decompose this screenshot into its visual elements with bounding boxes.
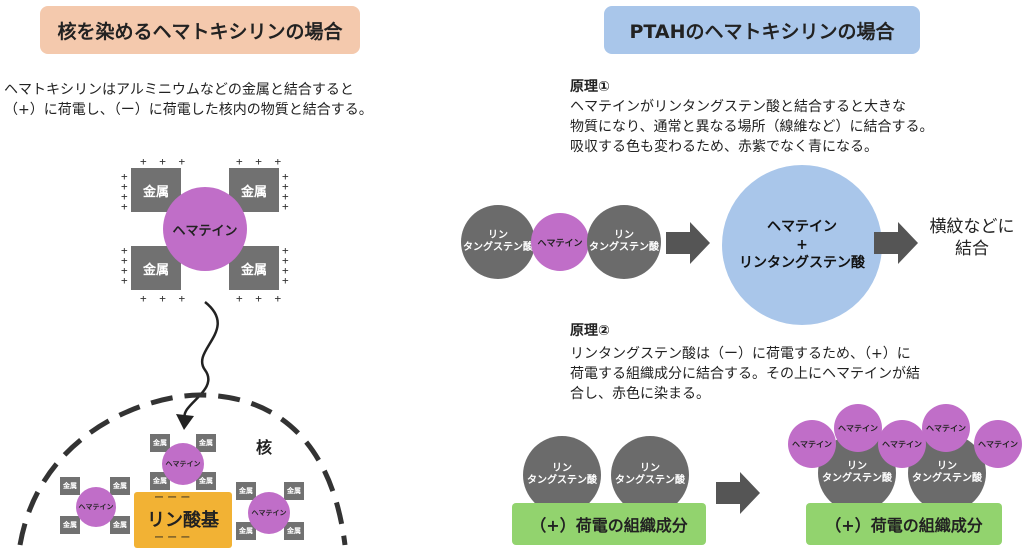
principle1-text: ヘマテインがリンタングステン酸と結合すると大きな 物質になり、通常と異なる場所（…: [570, 99, 934, 155]
plus-signs: ++++: [282, 244, 289, 287]
ptah-circle: リン タングステン酸: [461, 205, 535, 279]
block-arrow-icon: [874, 222, 918, 264]
metal-box: 金属: [150, 434, 170, 452]
hematein-circle: ヘマテイン: [922, 404, 970, 452]
metal-box: 金属: [110, 516, 130, 534]
block-arrow-icon: [666, 222, 710, 264]
metal-box: 金属: [196, 472, 216, 490]
metal-box: 金属: [229, 246, 279, 290]
nucleus-label: 核: [256, 438, 273, 457]
plus-signs: + + +: [140, 292, 189, 305]
hematein-circle: ヘマテイン: [163, 187, 247, 271]
plus-signs: ++++: [121, 244, 128, 287]
metal-box: 金属: [284, 522, 304, 540]
nucleus-membrane: [17, 392, 348, 546]
hematein-circle: ヘマテイン: [531, 213, 589, 271]
metal-box: 金属: [110, 477, 130, 495]
metal-box: 金属: [196, 434, 216, 452]
principle2-text: リンタングステン酸は（ー）に荷電するため、（+）に 荷電する組織成分に結合する。…: [570, 346, 920, 402]
hematein-circle: ヘマテイン: [162, 443, 204, 485]
metal-box: 金属: [236, 482, 256, 500]
wavy-arrow-line: [183, 301, 219, 419]
wavy-arrow-head: [176, 414, 194, 430]
plus-signs: ++++: [121, 170, 128, 213]
ptah-circle: リン タングステン酸: [523, 436, 601, 514]
left-description: ヘマトキシリンはアルミニウムなどの金属と結合すると （+）に荷電し、（ー）に荷電…: [4, 82, 373, 118]
hematein-circle: ヘマテイン: [974, 420, 1022, 468]
right-title: PTAHのヘマトキシリンの場合: [604, 6, 920, 54]
result-label: 横紋などに 結合: [929, 217, 1015, 259]
tissue-bar: （+）荷電の組織成分: [512, 503, 706, 545]
plus-signs: + + +: [140, 155, 189, 168]
plus-signs: ++++: [282, 170, 289, 213]
ptah-circle: リン タングステン酸: [587, 205, 661, 279]
minus-signs: ー ー ー: [154, 533, 191, 544]
hematein-circle: ヘマテイン: [834, 404, 882, 452]
principle1-heading: 原理①: [570, 79, 610, 95]
metal-box: 金属: [284, 482, 304, 500]
metal-box: 金属: [150, 472, 170, 490]
phosphate-label: リン酸基: [147, 510, 219, 531]
metal-box: 金属: [60, 477, 80, 495]
hematein-circle: ヘマテイン: [248, 492, 290, 534]
hematein-circle: ヘマテイン: [788, 420, 836, 468]
plus-signs: + + +: [236, 292, 285, 305]
metal-box: 金属: [236, 522, 256, 540]
block-arrow-icon: [716, 472, 760, 514]
hematein-circle: ヘマテイン: [76, 487, 116, 527]
metal-box: 金属: [60, 516, 80, 534]
tissue-bar: （+）荷電の組織成分: [806, 503, 1002, 545]
principle2-heading: 原理②: [570, 323, 610, 339]
plus-signs: + + +: [236, 155, 285, 168]
hematein-circle: ヘマテイン: [878, 420, 926, 468]
ptah-circle: リン タングステン酸: [611, 436, 689, 514]
complex-circle: ヘマテイン + リンタングステン酸: [722, 165, 882, 325]
phosphate-group: ー ー ー リン酸基 ー ー ー: [134, 492, 232, 548]
nucleus-diagram-lines: [17, 301, 348, 546]
minus-signs: ー ー ー: [154, 493, 191, 504]
left-title: 核を染めるヘマトキシリンの場合: [40, 6, 360, 54]
